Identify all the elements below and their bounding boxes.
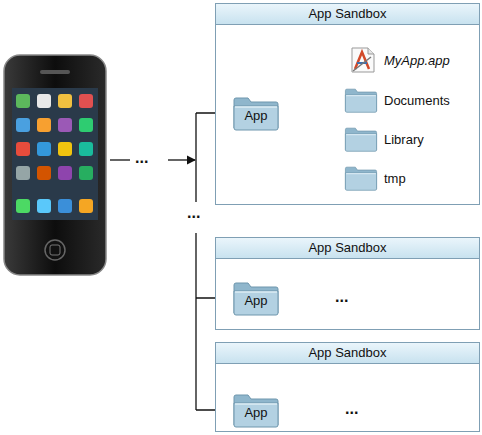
sandbox-title: App Sandbox	[216, 238, 479, 259]
sandbox-box: App SandboxApp	[215, 237, 480, 330]
folder-label: App	[232, 405, 280, 420]
item-label: Documents	[384, 93, 450, 108]
folder-item: Library	[344, 126, 424, 152]
sandbox-box: App SandboxApp MyApp.appDocumentsLibrary t…	[215, 3, 480, 205]
app-bundle-item: MyApp.app	[344, 47, 450, 73]
folder-icon: App	[232, 392, 280, 428]
sandbox-box: App SandboxApp	[215, 342, 480, 432]
folder-item: tmp	[344, 165, 406, 191]
folder-label: App	[232, 108, 280, 123]
iphone	[4, 55, 106, 275]
sandbox-title: App Sandbox	[216, 4, 479, 25]
folder-label: App	[232, 293, 280, 308]
sandbox-title: App Sandbox	[216, 343, 479, 364]
app-icon	[344, 47, 378, 73]
folder-icon	[344, 87, 378, 113]
folder-icon	[344, 165, 378, 191]
item-label: Library	[384, 132, 424, 147]
ellipsis: ...	[186, 206, 201, 220]
bus-lines	[110, 113, 230, 410]
ellipsis: ...	[334, 290, 349, 304]
folder-icon: App	[232, 95, 280, 131]
ellipsis: ...	[134, 151, 149, 165]
ellipsis: ...	[344, 402, 359, 416]
item-label: tmp	[384, 171, 406, 186]
folder-icon	[344, 126, 378, 152]
folder-icon: App	[232, 280, 280, 316]
folder-item: Documents	[344, 87, 450, 113]
item-label: MyApp.app	[384, 53, 450, 68]
